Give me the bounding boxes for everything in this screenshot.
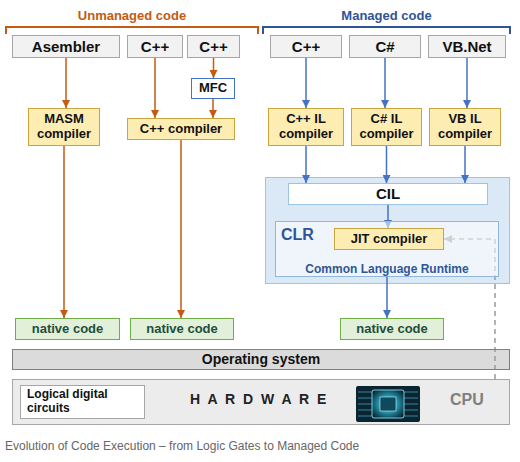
box-label: H A R D W A R E	[190, 391, 328, 407]
language-box: C++	[270, 35, 342, 58]
cil-box: CIL	[288, 183, 488, 205]
group-label-holder: Unmanaged code	[2, 6, 262, 24]
caption: Evolution of Code Execution – from Logic…	[5, 439, 359, 453]
box-label: native code	[146, 322, 218, 337]
language-box: Asembler	[12, 35, 120, 58]
box-label: Common Language Runtime	[305, 262, 468, 276]
language-box: C#	[349, 35, 421, 58]
os-band: Operating system	[12, 349, 510, 370]
flow-arrow	[386, 146, 388, 183]
flow-arrow	[180, 140, 182, 318]
group-label: Managed code	[338, 8, 434, 23]
box-label: native code	[32, 322, 104, 337]
box-label: C++ IL compiler	[272, 112, 340, 142]
box-label: C++	[292, 38, 320, 55]
box-label: C# IL compiler	[355, 112, 418, 142]
flow-arrow	[384, 58, 386, 108]
native-code-box: native code	[340, 318, 444, 340]
chip-core	[380, 397, 396, 411]
native-code-box: native code	[15, 318, 120, 340]
language-box: VB.Net	[428, 35, 506, 58]
box-label: Logical digital circuits	[27, 388, 138, 416]
box-label: MFC	[199, 81, 227, 96]
box-label: C++	[199, 38, 227, 55]
chip-die	[372, 390, 404, 418]
flow-arrow	[154, 58, 156, 118]
flow-arrow	[212, 99, 214, 118]
language-box: C++	[127, 35, 183, 58]
flow-arrow	[464, 146, 466, 183]
box-label: CIL	[376, 185, 400, 202]
group-label: Unmanaged code	[75, 8, 189, 23]
compiler-box: C++ compiler	[127, 118, 235, 140]
label-holder: CPU	[450, 391, 484, 409]
flow-arrow	[466, 58, 468, 108]
box-label: C#	[375, 38, 394, 55]
compiler-box: JIT compiler	[334, 228, 444, 250]
unmanaged-bracket	[6, 27, 258, 34]
compiler-box: VB IL compiler	[429, 108, 501, 146]
box-label: C++ compiler	[140, 122, 222, 137]
label-holder: Common Language Runtime	[276, 259, 498, 277]
library-box: MFC	[191, 78, 235, 99]
flow-arrow	[65, 58, 67, 108]
compiler-box: C++ IL compiler	[268, 108, 344, 146]
group-label-holder: Managed code	[263, 6, 510, 24]
runtime-box: CLR Common Language Runtime JIT compiler	[275, 221, 499, 277]
label-holder: CLR	[281, 226, 314, 244]
box-label: Asembler	[32, 38, 100, 55]
flow-arrow	[386, 277, 388, 318]
box-label: MASM compiler	[32, 112, 96, 142]
chip-board	[356, 386, 420, 422]
box-label: C++	[141, 38, 169, 55]
box-label: CPU	[450, 391, 484, 408]
cil-region	[266, 178, 510, 284]
flow-arrow	[305, 146, 307, 183]
flow-arrow	[213, 58, 215, 78]
native-code-box: native code	[130, 318, 234, 340]
flow-arrow	[305, 58, 307, 108]
compiler-box: C# IL compiler	[351, 108, 422, 146]
box-label: native code	[356, 322, 428, 337]
box-label: CLR	[281, 226, 314, 243]
language-box: C++	[187, 35, 240, 58]
box-label: JIT compiler	[351, 232, 428, 247]
compiler-box: MASM compiler	[28, 108, 100, 146]
hardware-band: H A R D W A R E CPU Logical digital circui…	[12, 379, 510, 425]
managed-bracket	[263, 27, 510, 34]
label-holder: H A R D W A R E	[190, 391, 328, 407]
box-label: VB.Net	[442, 38, 491, 55]
box-label: Operating system	[202, 351, 320, 367]
logic-box: Logical digital circuits	[20, 385, 145, 419]
flow-arrow	[63, 146, 65, 318]
box-label: VB IL compiler	[433, 112, 497, 142]
